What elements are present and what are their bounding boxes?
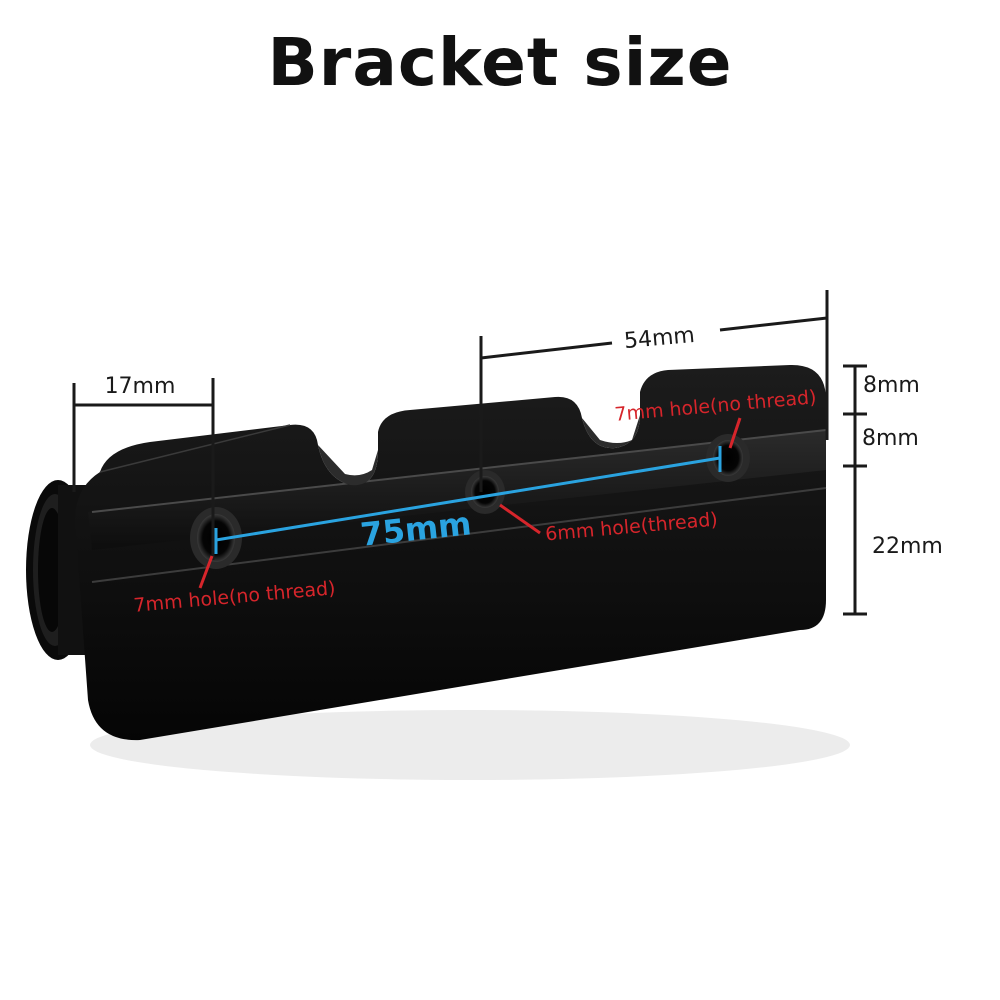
hole-spacing-line: [214, 446, 722, 554]
dimension-54mm: [479, 290, 829, 492]
dimension-vertical: [843, 364, 867, 616]
bracket-body: [75, 364, 827, 741]
bracket-shadow: [90, 710, 850, 780]
dimension-body-height-label: 22mm: [872, 534, 943, 559]
hole-leaders: [198, 417, 742, 589]
dimension-mid-step-label: 8mm: [862, 426, 919, 451]
dimension-54mm-label: 54mm: [623, 323, 696, 354]
dimension-17mm: [72, 378, 215, 560]
hole-center: [465, 470, 505, 514]
page-title: Bracket size: [267, 24, 733, 101]
dimension-top-notch-label: 8mm: [863, 373, 920, 398]
dimension-17mm-label: 17mm: [105, 374, 176, 399]
